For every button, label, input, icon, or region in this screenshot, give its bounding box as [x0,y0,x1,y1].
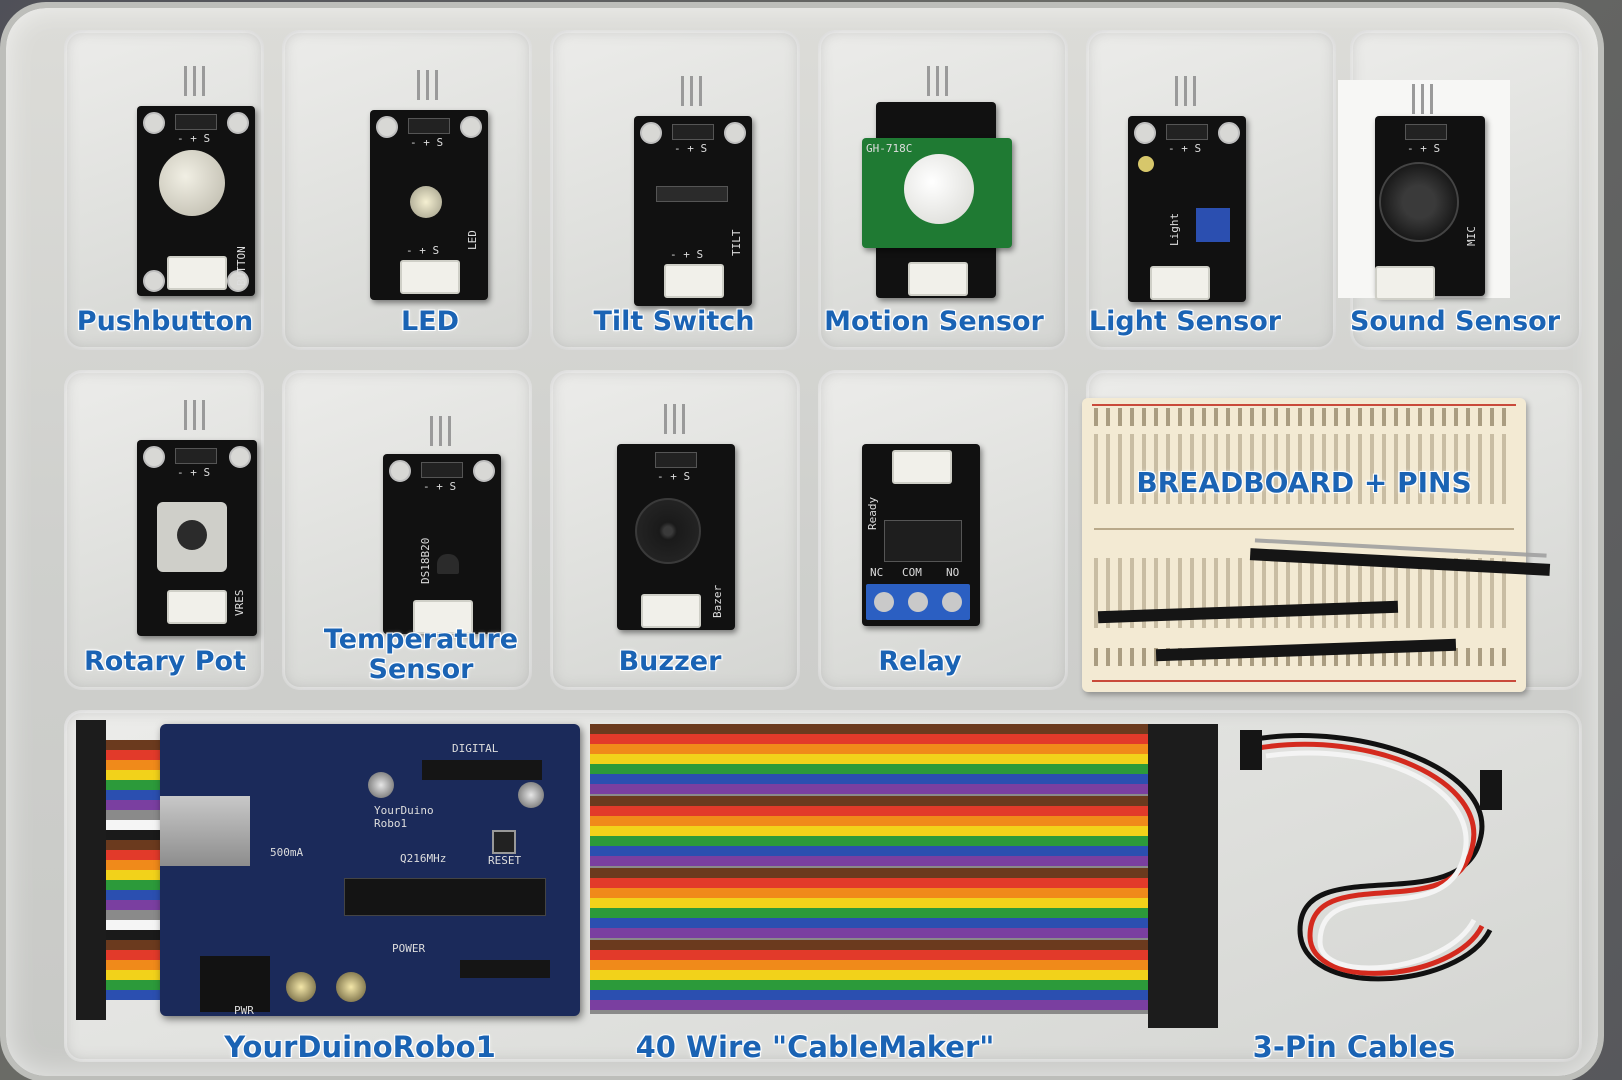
cablemaker-connectors [1148,724,1218,1028]
trimmer-pot [1196,208,1230,242]
buzzer-pin-marks: - + S [657,470,691,483]
light-pin-marks: - + S [1168,142,1202,155]
three-pin-cables [1240,730,1502,982]
dc-jack [200,956,270,1012]
light-sensor-module: - + S Light [1128,76,1246,302]
power-label: POWER [392,942,426,955]
led-module: - + S LED - + S [370,70,488,300]
temperature-sensor-module: - + S DS18B20 [383,416,501,634]
digital-header [422,760,542,780]
tilt-pin-marks-bottom: - + S [670,248,704,261]
led-bulb [410,186,442,218]
sound-silk-label: MIC [1465,226,1478,246]
label-yourduino: YourDuinoRobo1 [224,1030,496,1064]
pot-knob [177,520,207,550]
rotary-silk-label: VRES [233,589,246,617]
board-name-label: YourDuino Robo1 [374,804,434,830]
pushbutton-pin-marks: - + S [177,132,211,145]
crystal-label: Q216MHz [400,852,447,865]
light-silk-label: Light [1168,212,1181,246]
relay-terminal-block [866,584,970,620]
tilt-pin-marks: - + S [674,142,708,155]
potentiometer [157,502,227,572]
pushbutton-silk-label: BUTTON [235,246,248,286]
current-label: 500mA [270,846,304,859]
led-pin-marks-bottom: - + S [406,244,440,257]
label-temperature-line1: Temperature [323,624,519,655]
label-cablemaker: 40 Wire "CableMaker" [635,1030,995,1064]
reset-label: RESET [488,854,522,867]
microphone [1379,162,1459,242]
cablemaker-ribbon [590,724,1160,1014]
yourduino-board: DIGITAL YourDuino Robo1 Q216MHz RESET 50… [160,724,580,1017]
label-sound-sensor: Sound Sensor [1349,306,1561,337]
label-rotary-pot: Rotary Pot [83,646,247,677]
temp-pin-marks: - + S [423,480,457,493]
buzzer-module: - + S Bazer [617,404,735,630]
label-breadboard: BREADBOARD + PINS [1136,466,1472,499]
label-temperature-line2: Sensor [368,654,474,685]
rotary-pin-marks: - + S [177,466,211,479]
sound-sensor-module: - + S MIC [1375,84,1493,300]
relay-body [884,520,962,562]
temp-silk-label: DS18B20 [419,537,432,584]
label-relay: Relay [878,646,962,677]
capacitor-2 [336,972,366,1002]
tilt-silk-label: TILT [730,229,743,257]
relay-com-label: COM [902,566,922,579]
photoresistor [1138,156,1154,172]
dupont-left-bundle [76,720,166,1020]
label-pushbutton: Pushbutton [76,306,254,337]
relay-module: Ready NC COM NO [862,444,980,626]
relay-no-label: NO [946,566,960,579]
label-led: LED [400,306,460,337]
pir-model-label: GH-718C [866,142,913,155]
label-motion-sensor: Motion Sensor [824,306,1044,337]
led-silk-label: LED [466,230,479,250]
label-tilt-switch: Tilt Switch [593,306,755,337]
digital-label: DIGITAL [452,742,499,755]
tilt-switch-module: - + S TILT - + S [634,76,752,306]
capacitor-4 [518,782,544,808]
led-pin-marks: - + S [410,136,444,149]
rotary-pot-module: - + S VRES [137,400,257,636]
ds18b20-chip [437,554,459,574]
pwr-label: PWR [234,1004,254,1017]
label-buzzer: Buzzer [618,646,722,677]
relay-ready-label: Ready [866,496,879,530]
sound-pin-marks: - + S [1407,142,1441,155]
usb-connector [160,796,250,866]
capacitor-3 [368,772,394,798]
pir-dome [904,154,974,224]
label-three-pin-cables: 3-Pin Cables [1252,1030,1456,1064]
motion-sensor-module: GH-718C [862,66,1012,298]
capacitor-1 [286,972,316,1002]
reset-button [492,830,516,854]
tilt-sensor-body [656,186,728,202]
power-header [460,960,550,978]
buzzer-silk-label: Bazer [711,584,724,618]
pushbutton-cap [159,150,225,216]
relay-nc-label: NC [870,566,884,579]
pushbutton-module: - + S BUTTON [137,66,255,296]
pir-board: GH-718C [862,138,1012,248]
label-light-sensor: Light Sensor [1088,306,1282,337]
buzzer-disc [635,498,701,564]
atmega-chip [344,878,546,916]
